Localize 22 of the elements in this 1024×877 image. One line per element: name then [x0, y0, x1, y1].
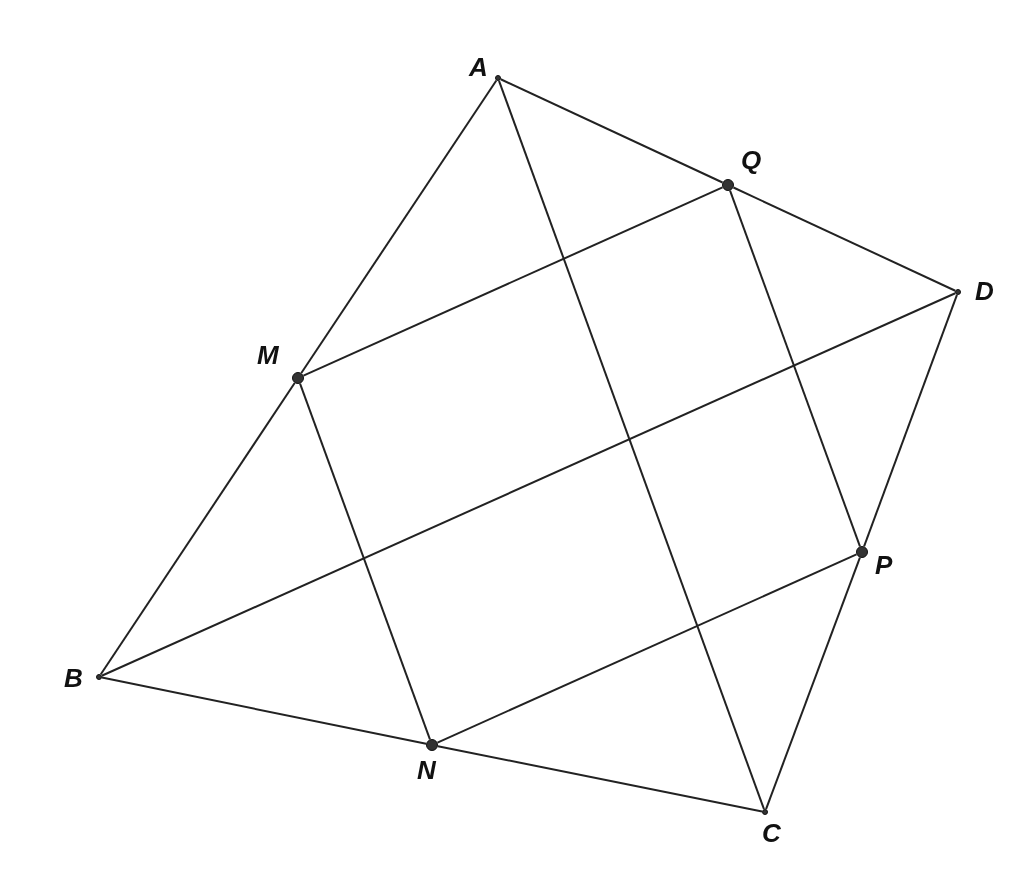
line-segment [299, 382, 431, 741]
line-segment [100, 292, 957, 677]
point-label: P [875, 551, 893, 579]
line-segment [729, 189, 861, 548]
line-segment [863, 293, 958, 548]
point-label: B [64, 664, 83, 692]
line-segment [436, 745, 764, 813]
line-segment [99, 382, 296, 676]
line-segment [765, 556, 861, 811]
line-segment [436, 553, 858, 744]
point-label: D [975, 277, 994, 305]
point-label: A [469, 53, 488, 81]
line-segment [300, 79, 498, 374]
point-label: C [762, 819, 781, 847]
point-label: N [417, 756, 436, 784]
line-segment [302, 186, 724, 377]
line-segment [498, 79, 765, 811]
line-segment [100, 676, 428, 745]
point-label: Q [741, 146, 762, 174]
line-segment [499, 78, 724, 184]
point-label: M [257, 341, 279, 369]
line-segment [732, 186, 957, 292]
